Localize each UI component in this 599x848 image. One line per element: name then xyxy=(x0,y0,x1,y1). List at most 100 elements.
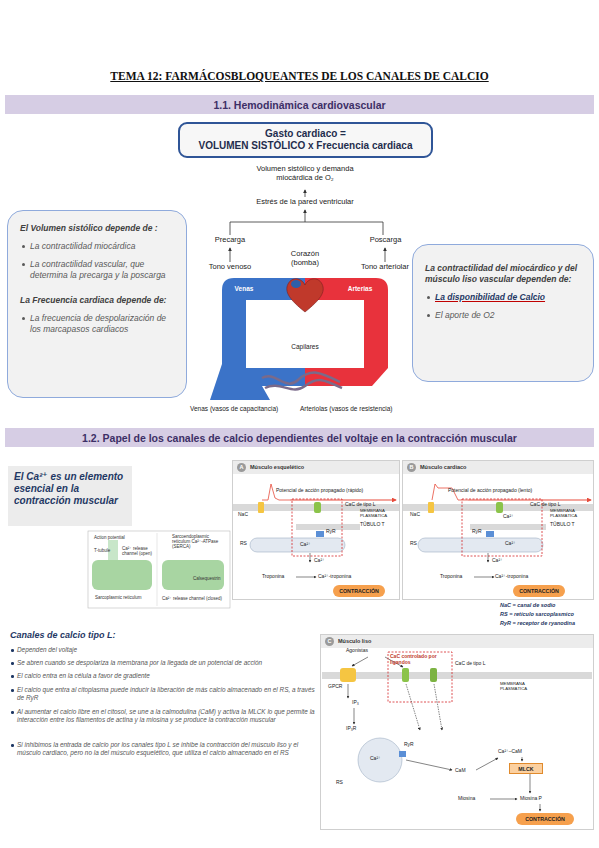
diagram-label: RyR xyxy=(326,529,341,535)
node-text: MLCK xyxy=(518,766,533,772)
capillaries xyxy=(262,373,342,390)
bullet-text: El calcio que entra al citoplasma puede … xyxy=(10,686,315,702)
node-text: La Frecuencia cardiaca depende de: xyxy=(20,295,174,306)
diagram-label: Miosina P xyxy=(520,796,560,802)
node-text: El Volumen sistólico depende de : xyxy=(20,223,174,234)
diagram-label: Ca²⁺ xyxy=(503,514,519,520)
arrow xyxy=(310,553,311,562)
diagram-label: Venas xyxy=(226,285,262,292)
enzyme-box: MLCK xyxy=(509,763,543,774)
node-text: CONTRACCIÓN xyxy=(339,588,379,594)
arrow xyxy=(540,804,541,811)
sarcoplasmic-reticulum xyxy=(418,538,543,552)
node-text: A xyxy=(237,463,246,472)
node-text: Gasto cardiaco = xyxy=(265,128,346,141)
diagram-label: Volumen sistólico y demanda miocárdica d… xyxy=(240,165,370,182)
sarcoplasmic-reticulum xyxy=(358,738,402,782)
section-heading: Canales de calcio tipo L: xyxy=(10,630,230,640)
node-text: El Ca²⁺ es un elemento esencial en la co… xyxy=(14,471,126,507)
arrow xyxy=(305,210,306,222)
node-text: Músculo esquelético xyxy=(250,464,304,470)
diagram-label: Ca²⁺-troponina xyxy=(318,574,364,580)
figure-label: Sarcoplasmic reticulum xyxy=(95,595,150,600)
ryr-receptor xyxy=(399,751,406,757)
diagram-label: RyR xyxy=(404,742,419,748)
arrow xyxy=(354,708,355,724)
diagram-label: Ca²⁺-troponina xyxy=(495,574,541,580)
result-box: CONTRACCIÓN xyxy=(333,585,385,597)
heart-icon xyxy=(287,279,323,312)
figure-label: Ca²⁺ release channel (open) xyxy=(122,546,154,556)
bullet-text: Dependen del voltaje xyxy=(10,646,315,654)
arrow xyxy=(522,757,523,761)
heart-vessel xyxy=(291,280,301,288)
diagram-label: Tono venoso xyxy=(200,263,260,272)
diagram-label: CaC de tipo L xyxy=(455,661,505,667)
arrow xyxy=(490,799,517,800)
info-box: El Volumen sistólico depende de :La cont… xyxy=(7,210,187,398)
diagram-label: CaC de tipo L xyxy=(530,502,580,508)
figure-label: Ca²⁺ release channel (closed) xyxy=(162,596,226,601)
arrow xyxy=(352,657,368,666)
diagram-label: Ca²⁺ xyxy=(370,756,386,762)
diagram-label: Ca²⁺ xyxy=(314,558,330,564)
section-band: 1.2. Papel de los canales de calcio depe… xyxy=(5,428,594,447)
diagram-label: Troponina xyxy=(440,574,474,580)
arrow xyxy=(406,684,420,730)
diagram-label: Estrés de la pared ventricular xyxy=(245,198,365,207)
abbreviation-note: RyR = receptor de ryanodina xyxy=(500,620,595,626)
membrane xyxy=(322,672,592,679)
bullet-text: Si inhibimos la entrada de calcio por lo… xyxy=(10,741,315,757)
node-text: El aporte de O2 xyxy=(425,310,581,321)
diagram-label: Corazón (bomba) xyxy=(283,250,327,267)
ryr-receptor xyxy=(486,531,494,537)
result-box: CONTRACCIÓN xyxy=(516,813,574,825)
inset-frame xyxy=(88,531,230,608)
diagram-label: CaC de tipo L xyxy=(345,502,395,508)
abbreviation-note: RS = retículo sarcoplasmico xyxy=(500,611,595,617)
figure-label: Action potential xyxy=(94,535,134,540)
diagram-label: Tono arteriolar xyxy=(350,263,420,272)
highlight-frame xyxy=(388,652,452,702)
diagram-label: Arterias xyxy=(340,285,380,292)
diagram-label: IP₃ xyxy=(352,700,367,706)
bullet-text: El calcio entra en la célula a favor de … xyxy=(10,672,315,680)
node-text: La contractilidad del miocárdico y del m… xyxy=(425,263,581,285)
arrow xyxy=(296,577,316,578)
node-text: CONTRACCIÓN xyxy=(525,816,565,822)
divider xyxy=(157,533,158,606)
diagram-label: Precarga xyxy=(205,236,255,245)
node-text: Músculo liso xyxy=(338,638,371,644)
gpcr-receptor xyxy=(340,668,356,682)
arrow xyxy=(474,577,494,578)
propagation-arrow xyxy=(468,499,591,500)
calcium-channel xyxy=(430,668,437,682)
formula-box: Gasto cardiaco =VOLUMEN SISTÓLICO x Frec… xyxy=(178,122,433,158)
arrow xyxy=(230,248,231,262)
diagram-label: MEMBRANA PLASMÁTICA xyxy=(360,509,400,519)
node-text: 1.2. Papel de los canales de calcio depe… xyxy=(82,432,517,444)
result-box: CONTRACCIÓN xyxy=(513,585,565,597)
node-text: La frecuencia de despolarización de los … xyxy=(20,313,174,335)
figure-label: Calsequestrin xyxy=(193,576,225,581)
diagram-label: Ca²⁺ xyxy=(492,558,508,564)
arrow xyxy=(434,684,442,730)
sarcoplasmic-reticulum xyxy=(250,538,345,552)
calcium-channel xyxy=(402,668,409,682)
node-text: La disponibilidad de Calcio xyxy=(425,292,581,303)
arrow xyxy=(305,190,306,197)
arrow xyxy=(406,760,452,770)
diagram-label: RS xyxy=(336,780,351,786)
info-box: La contractilidad del miocárdico y del m… xyxy=(412,244,594,382)
arrow xyxy=(488,553,489,562)
diagram-label: TÚBULO T xyxy=(550,522,590,528)
diagram-label: Troponina xyxy=(262,574,296,580)
diagram-label: Poscarga xyxy=(358,236,413,245)
page-title: TEMA 12: FARMÁCOSBLOQUEANTES DE LOS CANA… xyxy=(0,70,599,82)
section-band: 1.1. Hemodinámica cardiovascular xyxy=(5,95,594,114)
diagram-label: Ca²⁺ xyxy=(300,542,316,548)
node-text: B xyxy=(407,463,416,472)
arrow xyxy=(385,248,386,262)
arrow xyxy=(348,684,349,698)
